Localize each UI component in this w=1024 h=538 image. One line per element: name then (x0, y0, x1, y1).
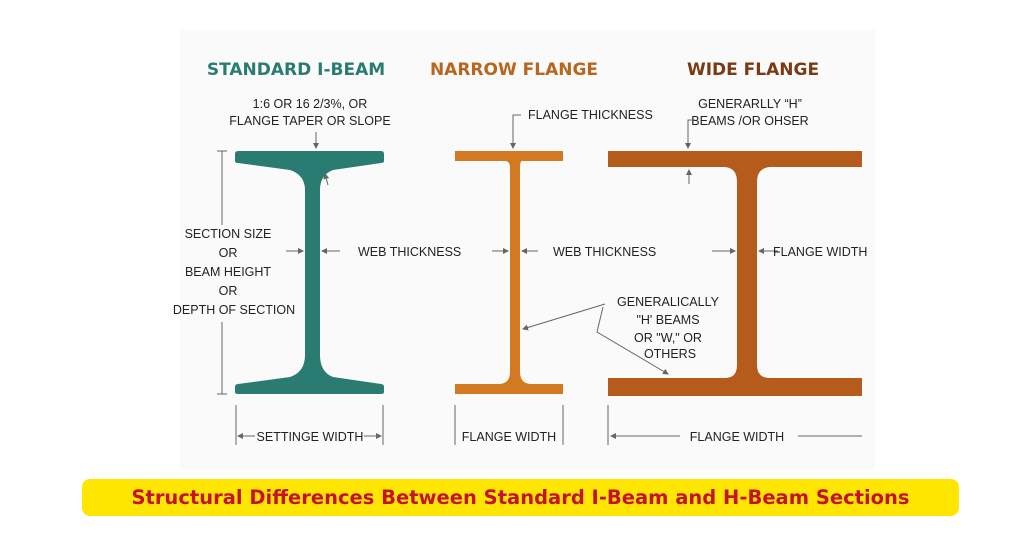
taper-label-line2: FLANGE TAPER OR SLOPE (229, 114, 390, 128)
heading-standard-i-beam: STANDARD I-BEAM (207, 60, 385, 80)
section-size-label-5: DEPTH OF SECTION (173, 303, 295, 317)
flange-width-label-wide: FLANGE WIDTH (690, 430, 784, 444)
heading-narrow-flange: NARROW FLANGE (430, 60, 598, 80)
generalically-label-4: OTHERS (644, 347, 696, 361)
flange-thickness-label: FLANGE THICKNESS (528, 108, 653, 122)
taper-label-line1: 1:6 OR 16 2/3%, OR (253, 97, 368, 111)
heading-wide-flange: WIDE FLANGE (687, 60, 819, 80)
flange-width-label-web: FLANGE WIDTH (773, 245, 867, 259)
section-size-label-3: BEAM HEIGHT (185, 265, 271, 279)
section-size-label-2: OR (219, 246, 238, 260)
settinge-width-label: SETTINGE WIDTH (257, 430, 364, 444)
generally-h-label-2: BEAMS /OR OHSER (691, 114, 808, 128)
flange-width-label-narrow: FLANGE WIDTH (462, 430, 556, 444)
generalically-label-2: "H' BEAMS (636, 313, 699, 327)
generalically-label-3: OR "W," OR (634, 331, 702, 345)
web-thickness-label-standard: WEB THICKNESS (358, 245, 461, 259)
section-size-label-1: SECTION SIZE (185, 227, 272, 241)
generally-h-label-1: GENERARLLY “H” (698, 97, 802, 111)
caption-banner: Structural Differences Between Standard … (82, 479, 959, 516)
generalically-label-1: GENERALICALLY (617, 295, 720, 309)
standard-i-beam-shape (235, 151, 384, 394)
narrow-flange-shape (455, 151, 563, 394)
web-thickness-label-narrow: WEB THICKNESS (553, 245, 656, 259)
section-size-label-4: OR (219, 284, 238, 298)
